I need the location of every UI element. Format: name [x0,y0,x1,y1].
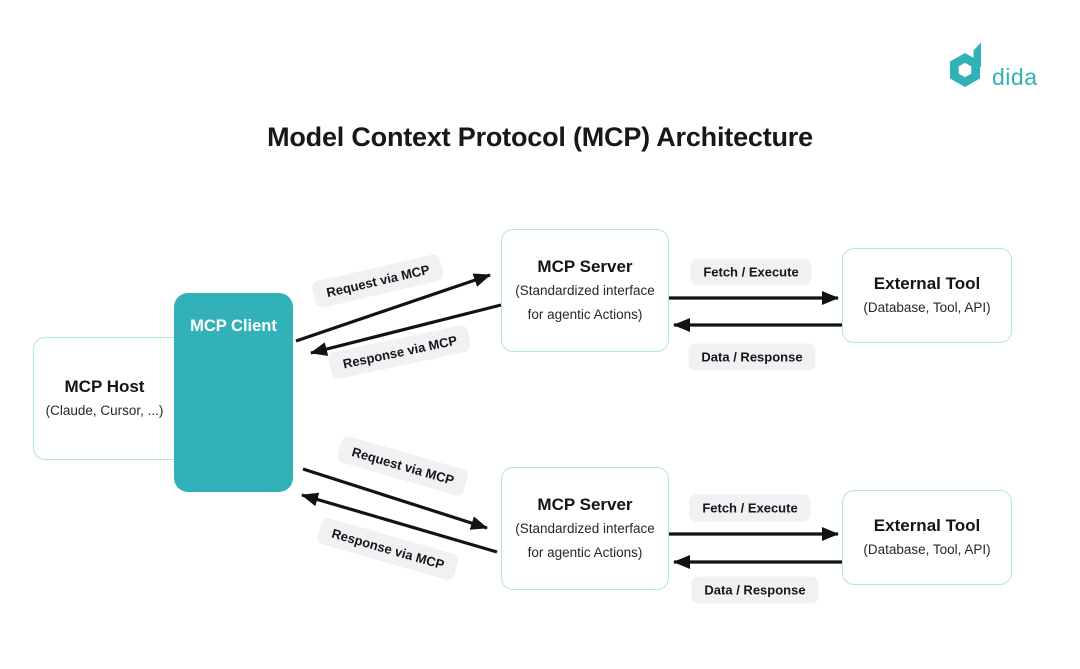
node-title: MCP Server [537,256,633,276]
node-subtitle: (Claude, Cursor, ...) [45,402,164,418]
node-subtitle: (Database, Tool, API) [863,299,991,315]
node-mcp-client: MCP Client [174,293,293,492]
node-external-tool-top: External Tool (Database, Tool, API) [842,248,1012,343]
node-subtitle-line2: for agentic Actions) [527,306,643,322]
label-data-response-top: Data / Response [688,343,816,371]
node-title: External Tool [873,515,981,535]
label-response-via-mcp-top: Response via MCP [327,323,473,381]
node-subtitle-line1: (Standardized interface [515,520,655,536]
node-subtitle-line2: for agentic Actions) [527,544,643,560]
label-response-via-mcp-bottom: Response via MCP [315,516,461,582]
node-subtitle: (Database, Tool, API) [863,541,991,557]
node-mcp-server-top: MCP Server (Standardized interface for a… [501,229,669,352]
label-request-via-mcp-bottom: Request via MCP [336,434,470,498]
page-title: Model Context Protocol (MCP) Architectur… [267,122,813,152]
label-fetch-execute-top: Fetch / Execute [690,258,812,286]
node-title: MCP Client [190,317,277,335]
node-title: MCP Host [64,376,145,396]
label-request-via-mcp-top: Request via MCP [310,253,446,309]
brand-name: dida [992,64,1038,90]
brand-logo: dida [948,41,1037,92]
node-mcp-host: MCP Host (Claude, Cursor, ...) [33,337,195,460]
node-external-tool-bottom: External Tool (Database, Tool, API) [842,490,1012,585]
node-subtitle-line1: (Standardized interface [515,282,655,298]
dida-hexagon-icon [948,41,986,92]
node-mcp-server-bottom: MCP Server (Standardized interface for a… [501,467,669,590]
node-title: MCP Server [537,494,633,514]
label-data-response-bottom: Data / Response [691,576,819,604]
label-fetch-execute-bottom: Fetch / Execute [689,494,811,522]
node-title: External Tool [873,273,981,293]
